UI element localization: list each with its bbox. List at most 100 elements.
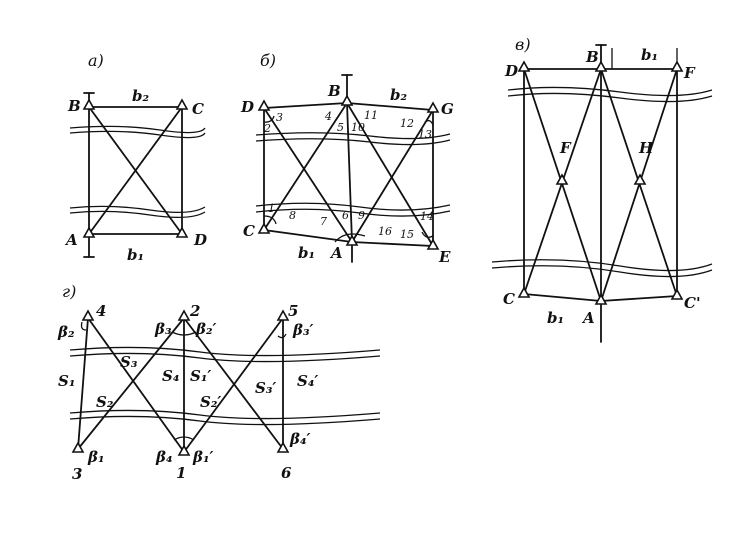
label-a-D: D — [193, 231, 207, 249]
angle-b-2: 2 — [263, 122, 271, 135]
station-b-C — [257, 222, 271, 234]
station-b-G — [426, 101, 440, 113]
angle-b-5: 5 — [337, 121, 344, 134]
diag-b-1 — [263, 107, 353, 243]
angle-b-14: 14 — [420, 210, 434, 223]
side-label-S4p: S₄′ — [297, 372, 318, 390]
arc-b-2 — [263, 115, 275, 123]
river-bank-b3 — [255, 202, 451, 211]
river-bank-v3 — [491, 259, 713, 272]
side-label-S2p: S₂′ — [200, 393, 221, 411]
diag-b-4 — [351, 109, 434, 243]
station-b-E — [426, 238, 440, 250]
arc-g-top — [171, 331, 197, 336]
angle-b-13: 13 — [418, 128, 432, 141]
arc-b-1 — [263, 215, 277, 225]
arc-b-13 — [424, 119, 434, 126]
station-g-3 — [71, 441, 85, 453]
station-g-2 — [177, 309, 191, 321]
panel-b-heading: б) — [260, 51, 276, 70]
angle-b-9: 9 — [358, 209, 365, 222]
label-b-D: D — [240, 98, 254, 116]
river-bank-a4 — [69, 210, 206, 219]
label-v-b1-bottom: b₁ — [547, 309, 564, 327]
station-g-1 — [177, 444, 191, 456]
station-g-6 — [276, 441, 290, 453]
angle-b-12: 12 — [400, 117, 414, 130]
diag-b-3 — [346, 102, 434, 247]
label-v-B: B — [585, 48, 599, 66]
panel-a-heading: а) — [88, 51, 104, 70]
panel-b: б) D B G C A — [240, 51, 454, 266]
river-bank-v1 — [507, 86, 713, 97]
arc-g-b2 — [80, 321, 87, 331]
river-bank-v2 — [507, 92, 713, 103]
river-bank-b4 — [255, 208, 451, 217]
station-g-4 — [81, 309, 95, 321]
label-b-E: E — [438, 248, 451, 266]
panel-g: г) 4 2 5 3 1 6 β₂ β₃ β₂′ — [57, 282, 381, 483]
arc-b-15 — [421, 231, 434, 238]
side-g-S2 — [77, 317, 185, 450]
label-a-A: A — [64, 231, 78, 249]
station-a-A — [82, 226, 96, 238]
label-b-G: G — [441, 100, 454, 118]
river-bank-g1 — [69, 346, 381, 357]
station-v-A — [594, 293, 608, 305]
station-v-F — [670, 60, 684, 72]
side-label-S3: S₃ — [120, 353, 138, 371]
angle-g-b4p: β₄′ — [289, 430, 311, 448]
side-b-middle — [346, 102, 353, 243]
side-label-S1: S₁ — [58, 372, 75, 390]
river-bank-a1 — [69, 125, 206, 134]
arc-b-7 — [334, 233, 366, 243]
station-v-C — [517, 286, 531, 298]
label-g-4: 4 — [96, 302, 106, 320]
station-b-B — [340, 94, 354, 106]
side-g-S3p — [183, 317, 284, 453]
label-v-Fm: F — [559, 139, 572, 157]
label-b-b2: b₂ — [390, 86, 407, 104]
label-b-b1: b₁ — [298, 244, 315, 262]
station-a-B — [82, 98, 96, 110]
side-label-S2: S₂ — [96, 393, 114, 411]
angle-g-b4: β₄ — [155, 448, 173, 466]
angle-b-7: 7 — [320, 215, 327, 228]
panel-g-heading: г) — [62, 282, 76, 301]
station-v-B — [594, 60, 608, 72]
diag-a-2 — [88, 106, 183, 235]
river-bank-a2 — [69, 130, 206, 139]
station-a-D — [175, 226, 189, 238]
side-g-S1 — [77, 317, 89, 450]
river-bank-b1 — [255, 132, 451, 140]
station-v-Fm — [555, 173, 569, 185]
label-a-b1: b₁ — [127, 246, 144, 264]
label-v-C: C — [503, 290, 515, 308]
arc-g-bottom — [173, 436, 195, 441]
angle-g-b3p: β₃′ — [292, 321, 314, 339]
label-b-A: A — [329, 244, 343, 262]
panel-v: в) D B F F H C — [491, 35, 713, 343]
angle-g-b2p: β₂′ — [195, 320, 217, 338]
angle-b-8: 8 — [289, 209, 296, 222]
label-v-D: D — [504, 62, 518, 80]
label-a-C: C — [192, 100, 204, 118]
angle-g-b1: β₁ — [87, 448, 105, 466]
panel-a: а) B C A D b₂ b₁ — [64, 51, 207, 264]
angle-b-10: 10 — [351, 121, 365, 134]
panel-v-heading: в) — [515, 35, 531, 54]
river-bank-a3 — [69, 205, 206, 214]
station-g-5 — [276, 309, 290, 321]
angle-g-b3: β₃ — [154, 320, 172, 338]
angle-g-b2: β₂ — [57, 323, 75, 341]
label-g-2: 2 — [189, 302, 200, 320]
station-v-Cp — [670, 288, 684, 300]
label-b-C: C — [243, 222, 255, 240]
label-v-A: A — [581, 309, 595, 327]
river-bank-g3 — [69, 409, 381, 420]
river-bank-g2 — [69, 352, 381, 363]
label-a-B: B — [67, 97, 81, 115]
label-g-5: 5 — [288, 302, 298, 320]
station-a-C — [175, 98, 189, 110]
